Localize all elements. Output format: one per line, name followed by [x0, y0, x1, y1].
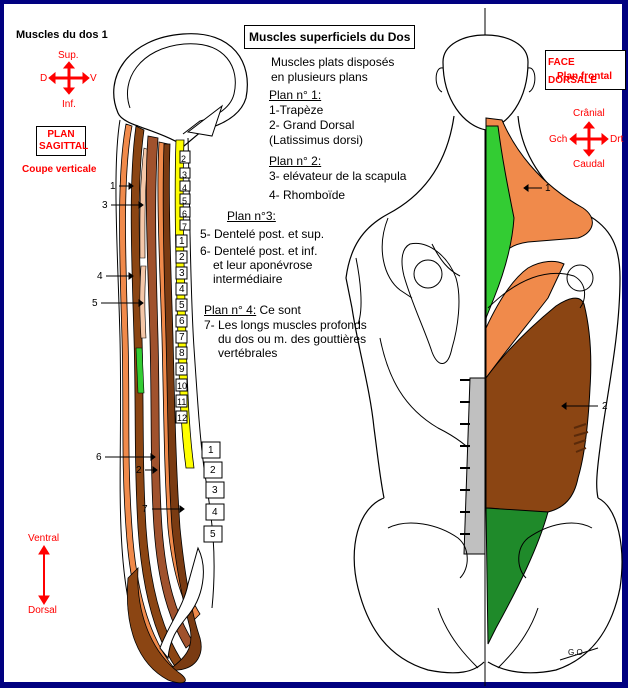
vertebra-t9: 9	[179, 363, 185, 377]
thoracolumbar-fascia	[486, 508, 548, 644]
plan1-item-1: 1-Trapèze	[269, 103, 323, 117]
label-droite: Drt	[610, 133, 623, 147]
label-ventral: Ventral	[28, 532, 59, 546]
vertebra-t5: 5	[179, 299, 185, 313]
label-caudal: Caudal	[573, 158, 605, 172]
callout-6-sagittal: 6	[96, 451, 102, 465]
vertebra-c6: 6	[182, 207, 187, 221]
plan-sagittal-line1: PLAN	[39, 129, 83, 141]
page-title-left: Muscles du dos 1	[16, 28, 108, 42]
plan-sagittal-box: PLAN SAGITTAL	[36, 126, 86, 156]
plan4-suffix: Ce sont	[256, 303, 301, 317]
plan1-item-2: 2- Grand Dorsal	[269, 118, 354, 132]
callout-7-sagittal: 7	[142, 503, 148, 517]
spine-grey	[464, 378, 485, 554]
intro-line-2: en plusieurs plans	[271, 70, 368, 84]
vertebra-l5: 5	[210, 528, 216, 542]
vertebra-t6: 6	[179, 315, 185, 329]
vertebra-c7: 7	[182, 220, 187, 234]
plan4-item-2: du dos ou m. des gouttières	[218, 332, 366, 346]
plan2-title: Plan n° 2:	[269, 154, 321, 168]
plan4-heading: Plan n° 4: Ce sont	[204, 303, 301, 317]
illustration-canvas: Muscles du dos 1 Muscles superficiels du…	[8, 8, 626, 686]
plan3-item-2: 6- Dentelé post. et inf.	[200, 244, 317, 258]
callout-1-sagittal: 1	[110, 180, 116, 194]
label-cranial: Crânial	[573, 107, 605, 121]
plan3-title: Plan n°3:	[227, 209, 276, 223]
plan4-item-3: vertébrales	[218, 346, 277, 360]
ventral-dorsal-arrow	[39, 546, 49, 604]
callout-5-sagittal: 5	[92, 297, 98, 311]
dorsal-view	[346, 35, 622, 673]
label-dorsal: Dorsal	[28, 604, 57, 618]
callout-2-sagittal: 2	[136, 464, 142, 478]
vertebra-l1: 1	[208, 444, 214, 458]
plan2-item-2: 4- Rhomboïde	[269, 188, 345, 202]
main-title: Muscles superficiels du Dos	[249, 30, 410, 44]
vertebra-t3: 3	[179, 267, 185, 281]
vertebra-c2: 2	[181, 152, 186, 166]
vertebra-t10: 10	[177, 379, 187, 393]
plan-frontal-label: Plan frontal	[557, 70, 612, 84]
vertebra-t2: 2	[179, 251, 185, 265]
vertebra-t8: 8	[179, 347, 185, 361]
label-v: V	[90, 72, 97, 86]
vertebra-l3: 3	[212, 484, 218, 498]
plan3-item-3: et leur aponévrose	[213, 258, 312, 272]
callout-3-sagittal: 3	[102, 199, 108, 213]
head-outline	[443, 35, 528, 130]
intro-line-1: Muscles plats disposés	[271, 55, 394, 69]
plan3-item-4: intermédiaire	[213, 272, 282, 286]
vertebra-t11: 11	[177, 395, 186, 409]
plan3-item-1: 5- Dentelé post. et sup.	[200, 227, 324, 241]
vertebra-t7: 7	[179, 331, 185, 345]
main-title-box: Muscles superficiels du Dos	[244, 25, 415, 49]
vertebra-c3: 3	[182, 168, 187, 182]
label-d: D	[40, 72, 47, 86]
plan4-item-1: 7- Les longs muscles profonds	[204, 318, 367, 332]
vertebra-t12: 12	[177, 411, 187, 425]
plan4-title: Plan n° 4:	[204, 303, 256, 317]
sagittal-orientation-cross	[49, 62, 89, 94]
label-gauche: Gch	[549, 133, 567, 147]
callout-2-frontal: 2	[602, 400, 608, 414]
vertebra-c4: 4	[182, 181, 187, 195]
vertebra-l4: 4	[212, 506, 218, 520]
frontal-orientation-cross	[570, 122, 608, 156]
artist-signature: G.O	[568, 648, 583, 657]
vertebra-c5: 5	[182, 194, 187, 208]
callout-1-frontal: 1	[545, 182, 551, 196]
vertebra-t1: 1	[179, 235, 185, 249]
vertebra-t4: 4	[179, 283, 185, 297]
callout-4-sagittal: 4	[97, 270, 103, 284]
coupe-verticale-label: Coupe verticale	[22, 163, 96, 177]
plan1-item-3: (Latissimus dorsi)	[269, 133, 363, 147]
label-sup: Sup.	[58, 49, 79, 63]
label-inf: Inf.	[62, 98, 76, 112]
skull-outline	[114, 34, 248, 146]
plan-sagittal-line2: SAGITTAL	[39, 141, 83, 153]
plan2-item-1: 3- elévateur de la scapula	[269, 169, 406, 183]
plan1-title: Plan n° 1:	[269, 88, 321, 102]
vertebra-l2: 2	[210, 464, 216, 478]
